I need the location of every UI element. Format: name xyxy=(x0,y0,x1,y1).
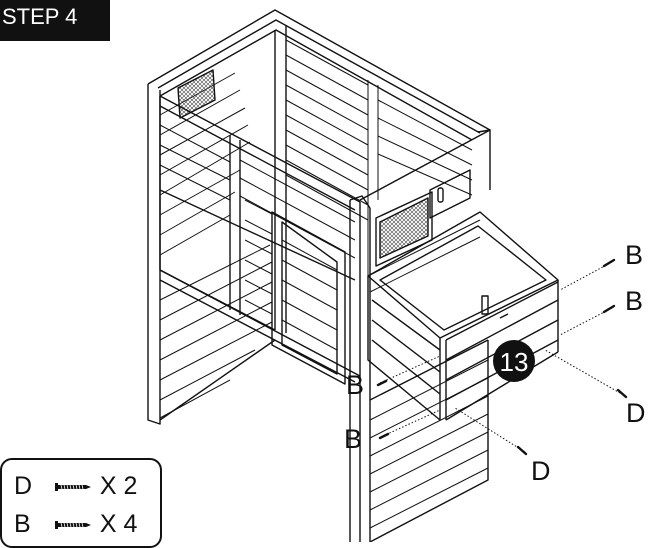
screw-icon xyxy=(54,521,91,530)
screw-icon xyxy=(616,388,628,399)
latch-plate xyxy=(429,169,471,219)
callout-b: B xyxy=(346,370,364,400)
legend-letter: B xyxy=(14,510,31,538)
right-lower-panel xyxy=(369,339,489,542)
callout-d: D xyxy=(531,456,551,486)
part-number-label: 13 xyxy=(500,347,529,377)
door-panel xyxy=(244,199,346,385)
left-side-slats xyxy=(159,72,251,256)
screw-icon xyxy=(54,483,91,492)
legend-qty: X 4 xyxy=(99,510,138,538)
left-rear-post xyxy=(147,84,161,425)
screw-icon xyxy=(378,432,390,440)
step-title: STEP 4 xyxy=(0,0,110,41)
back-panel xyxy=(285,39,473,280)
screw-icon xyxy=(376,379,388,387)
leader-b2 xyxy=(559,307,613,336)
screw-icon xyxy=(516,445,528,456)
front-lower-panel xyxy=(159,244,361,421)
back-top-frame xyxy=(147,9,491,201)
leader-b4 xyxy=(382,409,441,437)
legend-letter: D xyxy=(14,472,33,500)
legend-row-b: B X 4 xyxy=(14,510,137,539)
right-upper-panel xyxy=(369,219,481,293)
leader-b3 xyxy=(379,355,441,384)
part-number-badge: 13 xyxy=(493,340,535,382)
left-side-panel xyxy=(159,25,287,333)
vent-window-left xyxy=(177,69,216,119)
front-right-post xyxy=(349,195,371,542)
hardware-legend: D X 2 B X 4 xyxy=(0,458,162,548)
leader-b1 xyxy=(559,261,613,291)
leader-d1 xyxy=(544,349,621,394)
leader-d2 xyxy=(454,407,526,453)
callout-d: D xyxy=(626,398,646,428)
screw-icon xyxy=(602,304,616,314)
front-upper-panel xyxy=(159,95,361,315)
legend-qty: X 2 xyxy=(99,472,138,500)
screw-icon xyxy=(602,258,616,268)
callout-b: B xyxy=(344,424,362,454)
callout-b: B xyxy=(625,286,643,316)
callout-b: B xyxy=(625,240,643,270)
legend-row-d: D X 2 xyxy=(14,472,137,501)
